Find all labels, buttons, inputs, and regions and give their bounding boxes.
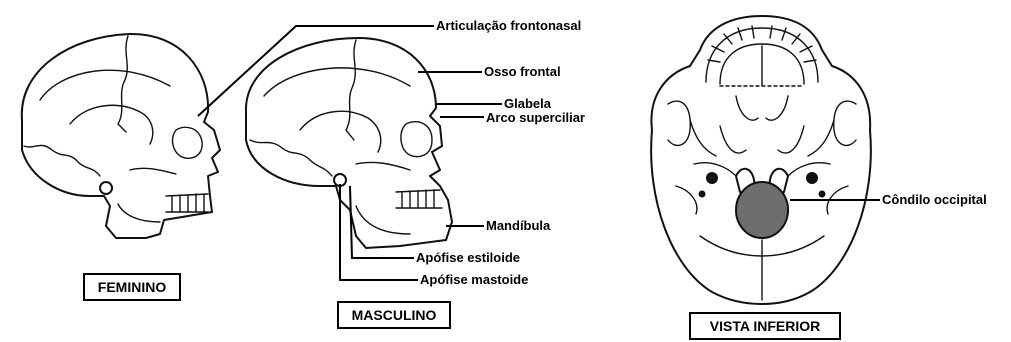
inferior-skull-drawing	[651, 16, 871, 304]
label-apofise-estiloide: Apófise estiloide	[416, 250, 520, 265]
caption-feminino-box: FEMININO	[84, 274, 180, 300]
caption-feminino: FEMININO	[98, 279, 167, 295]
label-apofise-mastoide: Apófise mastoide	[420, 272, 528, 287]
caption-vista-inferior-box: VISTA INFERIOR	[690, 313, 840, 339]
label-condilo-occipital: Côndilo occipital	[882, 192, 987, 207]
female-skull-drawing	[22, 34, 220, 238]
male-skull-drawing	[246, 38, 452, 248]
foramen-magnum	[736, 182, 788, 238]
caption-masculino: MASCULINO	[352, 307, 437, 323]
caption-vista-inferior: VISTA INFERIOR	[710, 318, 820, 334]
label-osso-frontal: Osso frontal	[484, 64, 561, 79]
label-mandibula: Mandíbula	[486, 218, 551, 233]
caption-masculino-box: MASCULINO	[338, 302, 450, 328]
label-arco-superciliar: Arco superciliar	[486, 110, 585, 125]
label-frontonasal: Articulação frontonasal	[436, 18, 581, 33]
label-glabela: Glabela	[504, 96, 552, 111]
